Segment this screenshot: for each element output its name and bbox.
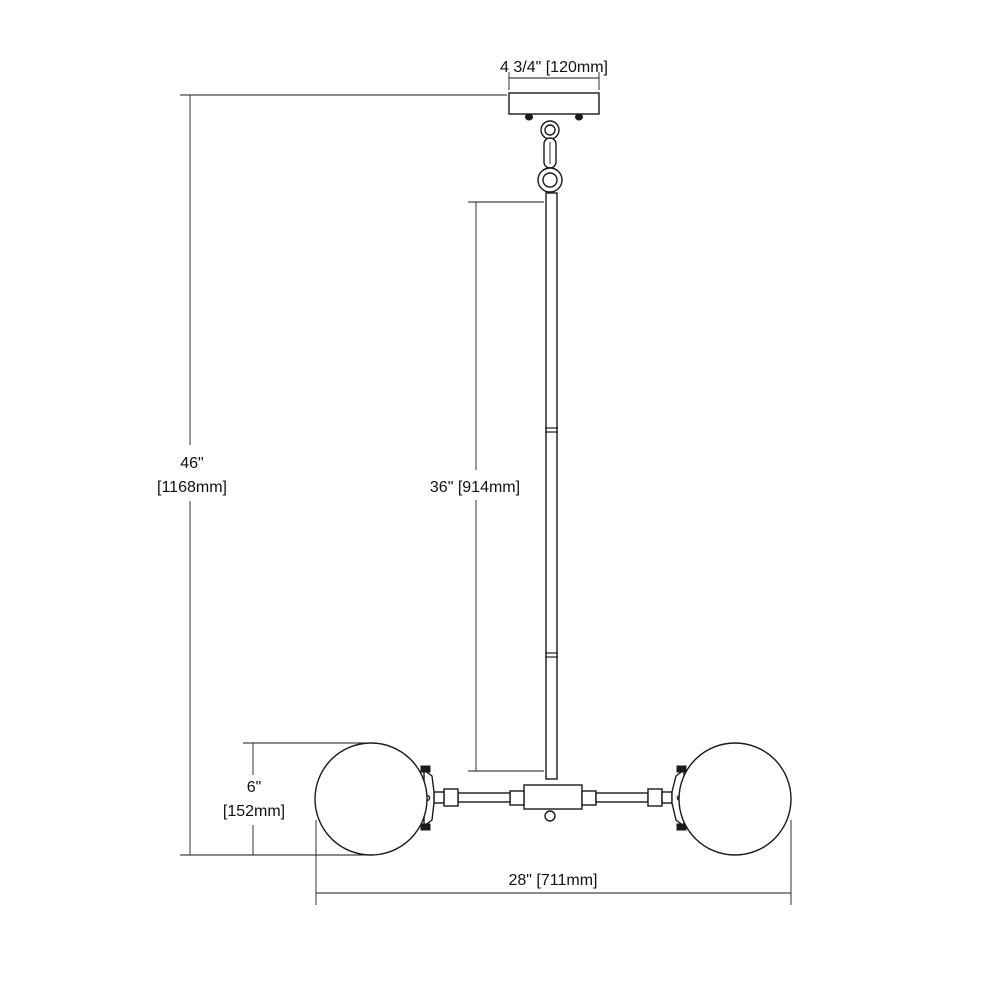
right-globe xyxy=(678,742,792,856)
overall-width-label: 28" [711mm] xyxy=(509,872,598,889)
overall-height-metric-label: [1168mm] xyxy=(157,479,227,496)
overall-height-dimension: 46" [1168mm] xyxy=(140,94,507,856)
canopy xyxy=(508,92,600,121)
canopy-width-label: 4 3/4" [120mm] xyxy=(500,59,608,76)
globe-height-metric-label: [152mm] xyxy=(223,803,285,820)
down-rod xyxy=(545,192,558,780)
overall-height-imperial-label: 46" xyxy=(180,455,203,472)
globe-height-imperial-label: 6" xyxy=(247,779,262,796)
overall-width-dimension: 28" [711mm] xyxy=(315,820,792,905)
chain xyxy=(537,120,563,193)
globe-height-dimension: 6" [152mm] xyxy=(210,742,370,855)
canopy-width-dimension: 4 3/4" [120mm] xyxy=(500,59,608,90)
left-globe xyxy=(314,742,428,856)
rod-length-dimension: 36" [914mm] xyxy=(410,201,544,772)
rod-length-label: 36" [914mm] xyxy=(430,479,520,496)
